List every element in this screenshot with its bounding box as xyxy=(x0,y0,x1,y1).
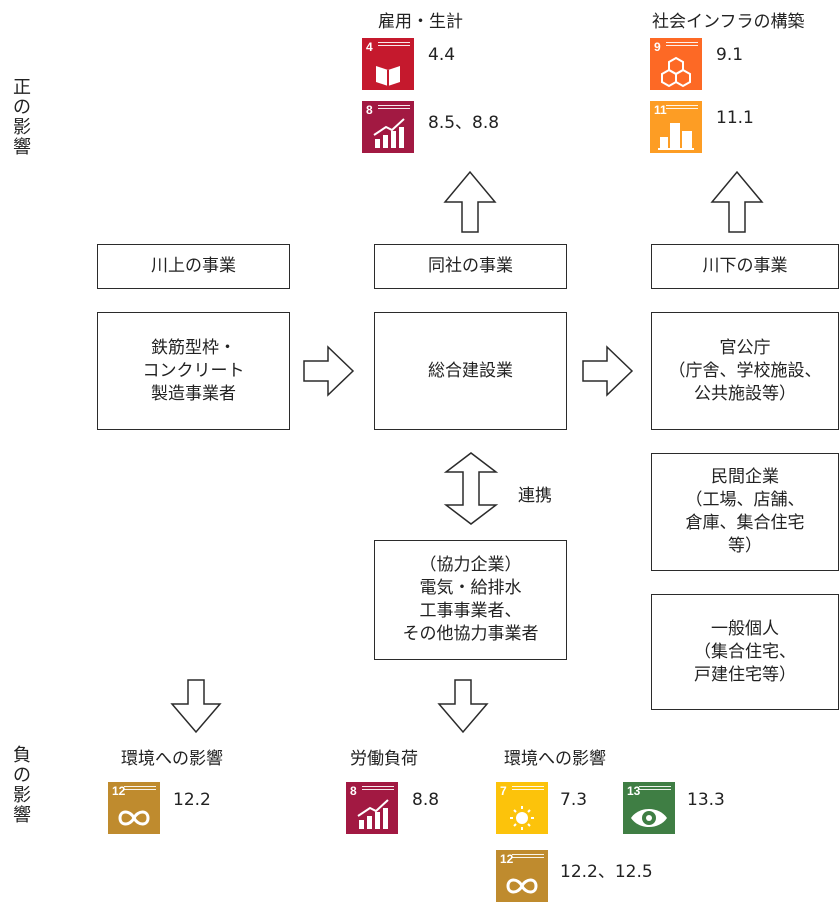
up-arrow-infrastructure xyxy=(710,170,764,233)
double-arrow-cooperation xyxy=(443,452,499,525)
target-4-4: 4.4 xyxy=(428,45,456,65)
down-arrow-env-left xyxy=(170,679,222,734)
general-construction-box: 総合建設業 xyxy=(374,312,567,430)
sdg-goal-8-icon: 8 xyxy=(362,101,414,153)
right-arrow-downstream xyxy=(582,345,634,397)
target-12-2-12-5: 12.2、12.5 xyxy=(560,862,653,882)
sdg-goal-12-icon-left: 12 xyxy=(108,782,160,834)
sdg-goal-8-icon-bottom: 8 xyxy=(346,782,398,834)
sdg-goal-12-icon-bottom: 12 xyxy=(496,850,548,902)
supplier-box: 鉄筋型枠・ コンクリート 製造事業者 xyxy=(97,312,290,430)
downstream-header: 川下の事業 xyxy=(651,244,839,289)
labor-load-label: 労働負荷 xyxy=(350,749,418,769)
target-11-1: 11.1 xyxy=(716,108,754,128)
upstream-header: 川上の事業 xyxy=(97,244,290,289)
company-header: 同社の事業 xyxy=(374,244,567,289)
sdg-goal-13-icon: 13 xyxy=(623,782,675,834)
infrastructure-label: 社会インフラの構築 xyxy=(652,12,805,32)
sdg-goal-11-icon: 11 xyxy=(650,101,702,153)
target-12-2-left: 12.2 xyxy=(173,790,211,810)
partners-box: （協力企業） 電気・給排水 工事事業者、 その他協力事業者 xyxy=(374,540,567,660)
cooperation-label: 連携 xyxy=(518,486,552,506)
up-arrow-employment xyxy=(443,170,497,233)
positive-impact-label: 正の影響 xyxy=(13,77,31,158)
env-impact-left-label: 環境への影響 xyxy=(121,749,223,769)
target-9-1: 9.1 xyxy=(716,45,744,65)
private-company-box: 民間企業 （工場、店舗、 倉庫、集合住宅 等） xyxy=(651,453,839,571)
government-box: 官公庁 （庁舎、学校施設、 公共施設等） xyxy=(651,312,839,430)
down-arrow-partners xyxy=(437,679,489,734)
individual-box: 一般個人 （集合住宅、 戸建住宅等） xyxy=(651,594,839,710)
sdg-goal-4-icon: 4 xyxy=(362,38,414,90)
negative-impact-label: 負の影響 xyxy=(13,745,31,826)
sdg-goal-9-icon: 9 xyxy=(650,38,702,90)
target-8-8-bottom: 8.8 xyxy=(412,790,440,810)
target-8-5-8-8: 8.5、8.8 xyxy=(428,113,500,133)
sdg-goal-7-icon: 7 xyxy=(496,782,548,834)
env-impact-right-label: 環境への影響 xyxy=(504,749,606,769)
right-arrow-supplier xyxy=(303,345,355,397)
employment-label: 雇用・生計 xyxy=(378,12,463,32)
target-13-3: 13.3 xyxy=(687,790,725,810)
target-7-3: 7.3 xyxy=(560,790,588,810)
